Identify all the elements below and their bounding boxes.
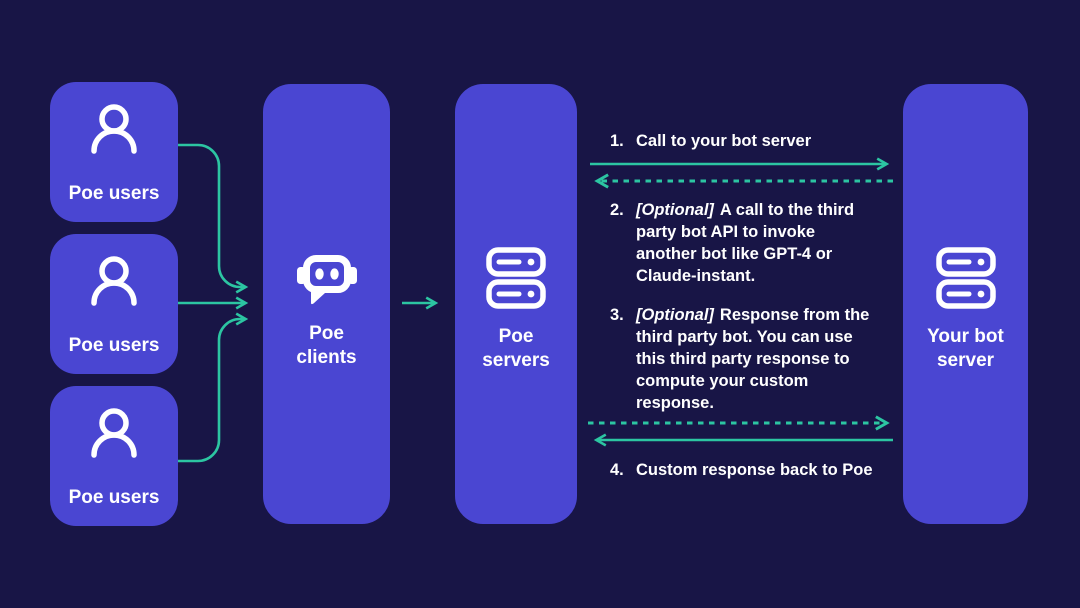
optional-tag: [Optional] (636, 201, 714, 219)
arrow-user1-to-clients (178, 143, 249, 294)
node-label: Poe users (68, 335, 160, 356)
annotation-text: Custom response back to Poe (636, 461, 873, 479)
node-label: Poe users (68, 183, 160, 204)
annotation-2: 2. [Optional]A call to the third party b… (610, 199, 854, 287)
annotation-number: 3. (610, 306, 624, 324)
annotation-number: 1. (610, 132, 624, 150)
optional-tag: [Optional] (636, 306, 714, 324)
node-poe-users-3: Poe users (50, 386, 178, 526)
user-icon (86, 102, 142, 158)
annotation-3: 3. [Optional]Response from the third par… (610, 304, 869, 414)
annotation-text: [Optional]Response from the third party … (636, 306, 870, 412)
node-your-bot-server: Your bot server (903, 84, 1028, 524)
node-poe-users-2: Poe users (50, 234, 178, 374)
bot-chat-icon (296, 250, 357, 306)
node-label: Your bot server (927, 326, 1004, 371)
node-label: Poe clients (296, 323, 357, 368)
annotation-number: 2. (610, 201, 624, 219)
node-poe-clients: Poe clients (263, 84, 390, 524)
node-label: Poe servers (482, 326, 550, 371)
server-stack-icon (935, 247, 996, 309)
user-icon (86, 406, 142, 462)
user-icon (86, 254, 142, 310)
annotation-4: 4. Custom response back to Poe (610, 459, 873, 481)
node-label: Poe users (68, 487, 160, 508)
node-poe-users-1: Poe users (50, 82, 178, 222)
annotation-1: 1. Call to your bot server (610, 130, 811, 152)
annotation-text: [Optional]A call to the third party bot … (636, 201, 855, 285)
node-poe-servers: Poe servers (455, 84, 577, 524)
server-stack-icon (486, 247, 546, 309)
annotation-number: 4. (610, 461, 624, 479)
annotation-text: Call to your bot server (636, 132, 812, 150)
arrow-user3-to-clients (178, 312, 249, 463)
